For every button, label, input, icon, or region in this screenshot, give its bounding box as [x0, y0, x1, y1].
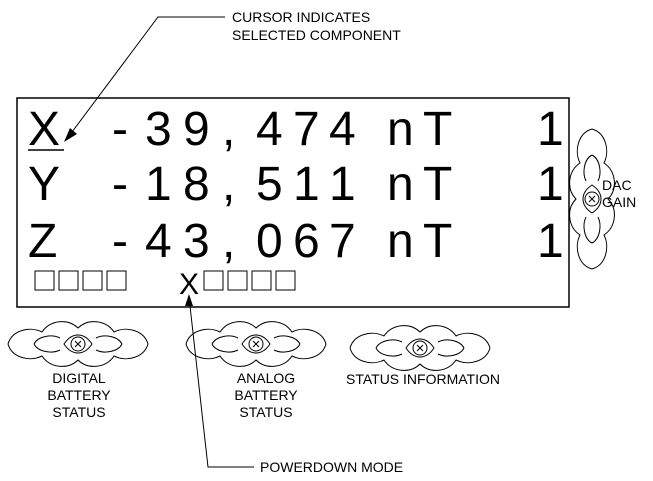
status-box: [227, 270, 248, 291]
flower-icon: [7, 321, 149, 367]
lcd-row-z: Z - 4 3 , 0 6 7 n T 1: [28, 215, 564, 268]
callout-text: BATTERY: [234, 387, 298, 403]
powerdown-callout: POWERDOWN MODE: [185, 294, 403, 475]
leader-line: [188, 296, 254, 468]
analog-battery-callout: ANALOG BATTERY STATUS: [185, 321, 327, 420]
value-comma: ,: [222, 103, 235, 156]
axis-label-z: Z: [28, 215, 57, 268]
gain-value: 1: [537, 103, 564, 156]
lcd-row-y: Y - 1 8 , 5 1 1 n T 1: [28, 158, 564, 211]
unit-letter: T: [423, 158, 452, 211]
status-box: [106, 270, 127, 291]
value-comma: ,: [222, 158, 235, 211]
value-digit: 3: [183, 215, 210, 268]
axis-label-y: Y: [28, 158, 60, 211]
value-digit: 7: [329, 215, 356, 268]
lcd-display-frame: [16, 97, 570, 308]
value-digit: 5: [256, 158, 283, 211]
callout-text: DAC: [602, 177, 632, 193]
gain-value: 1: [537, 158, 564, 211]
arrow-head: [185, 294, 193, 306]
callout-text: STATUS: [52, 404, 105, 420]
callout-text: POWERDOWN MODE: [260, 459, 403, 475]
gain-value: 1: [537, 215, 564, 268]
value-sign: -: [112, 103, 128, 156]
unit-letter: n: [387, 215, 414, 268]
value-digit: 7: [293, 103, 320, 156]
digital-battery-callout: DIGITAL BATTERY STATUS: [7, 321, 149, 420]
unit-letter: T: [423, 103, 452, 156]
dac-gain-callout: DAC GAIN: [569, 128, 636, 270]
status-box: [58, 270, 79, 291]
callout-text: ANALOG: [237, 370, 295, 386]
axis-label-x: X: [28, 103, 60, 156]
callout-text: STATUS: [239, 404, 292, 420]
callout-text: GAIN: [602, 194, 636, 210]
callout-text: STATUS INFORMATION: [346, 371, 500, 387]
status-box: [203, 270, 224, 291]
value-digit: 4: [145, 215, 172, 268]
status-box: [82, 270, 103, 291]
unit-letter: T: [423, 215, 452, 268]
flower-icon: [185, 321, 327, 367]
unit-letter: n: [387, 103, 414, 156]
value-sign: -: [112, 158, 128, 211]
arrow-head: [64, 128, 77, 142]
value-digit: 1: [329, 158, 356, 211]
callout-text: CURSOR INDICATES: [232, 9, 370, 25]
unit-letter: n: [387, 158, 414, 211]
value-digit: 9: [183, 103, 210, 156]
value-digit: 1: [293, 158, 320, 211]
powerdown-marker: X: [179, 268, 199, 301]
status-box: [251, 270, 272, 291]
value-digit: 6: [293, 215, 320, 268]
value-sign: -: [112, 215, 128, 268]
callout-text: SELECTED COMPONENT: [232, 27, 401, 43]
status-boxes: X: [34, 268, 296, 301]
flower-icon: [349, 325, 491, 371]
callout-text: BATTERY: [47, 387, 111, 403]
cursor-callout: CURSOR INDICATES SELECTED COMPONENT: [64, 9, 401, 142]
value-digit: 1: [145, 158, 172, 211]
status-box: [275, 270, 296, 291]
status-information-callout: STATUS INFORMATION: [346, 325, 500, 387]
value-comma: ,: [222, 215, 235, 268]
lcd-row-x: X - 3 9 , 4 7 4 n T 1: [28, 103, 564, 156]
value-digit: 4: [256, 103, 283, 156]
value-digit: 0: [256, 215, 283, 268]
value-digit: 8: [183, 158, 210, 211]
status-box: [34, 270, 55, 291]
leader-line: [71, 16, 225, 133]
value-digit: 3: [145, 103, 172, 156]
callout-text: DIGITAL: [52, 370, 106, 386]
value-digit: 4: [329, 103, 356, 156]
